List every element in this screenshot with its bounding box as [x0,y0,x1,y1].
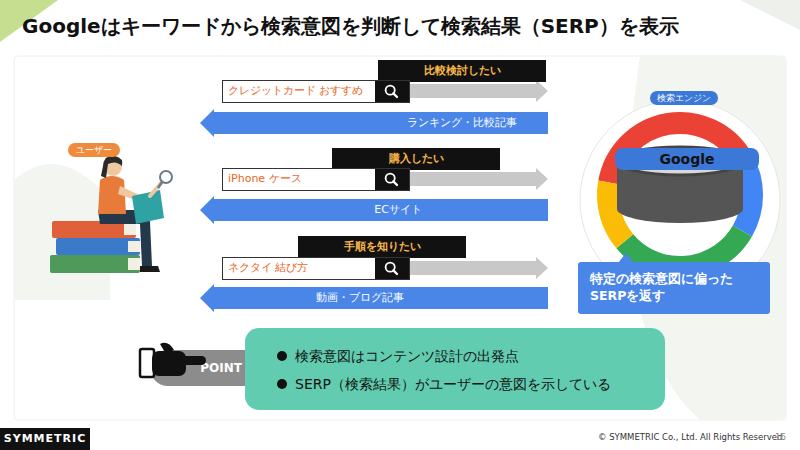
person-shoe [140,266,160,272]
magnifier-handle [393,181,397,185]
hand-finger [176,356,206,365]
result-arrow [200,284,548,312]
magnifier-glyph [375,258,409,279]
corner-accent [740,0,800,30]
magnifier-handle [393,93,397,97]
point-box-text: SERP（検索結果）がユーザーの意図を示している [245,370,665,398]
hand-thumb [160,343,174,354]
magnifier-icon [375,258,409,279]
search-box-text: クレジットカード おすすめ [228,81,364,101]
point-tag-text: POINT [150,350,250,386]
result-arrow [200,109,548,137]
intent-callout: 手順を知りたい [298,236,466,258]
edge-label: 動画・ブログ記事 [316,291,404,305]
copyright-note: © SYMMETRIC Co., Ltd. All Rights Reserve… [598,432,785,442]
book-pages [124,224,136,235]
magnifier-glyph [375,169,409,190]
brand-logo: SYMMETRIC [0,428,90,450]
edge-label: ランキング・比較記事 [407,116,517,130]
slide-title: Googleはキーワードから検索意図を判断して検索結果（SERP）を表示 [22,13,679,40]
person-hair [101,156,122,178]
book-pages [128,258,140,270]
user-figure-text: ユーザー [68,143,120,157]
magnifier-glyph [375,81,409,102]
intent-callout-text: 購入したい [332,148,500,170]
user-illustration [50,156,172,273]
search-box-text: ネクタイ 結び方 [228,258,309,278]
point-box-text: 検索意図はコンテンツ設計の出発点 [245,342,665,370]
edge-label: ECサイト [374,203,422,217]
database-cylinder-text: Google [615,148,759,170]
note-box-text: 特定の検索意図に偏った SERPを返す [590,270,758,304]
query-arrow [410,257,548,279]
query-arrow [410,80,548,102]
point-tag: POINT [150,350,250,386]
person-hand [150,182,162,196]
user-figure: ユーザー [30,135,200,280]
hand-palm [152,351,186,376]
book [50,255,140,273]
magnifier-icon [375,81,409,102]
page-number: 16 [775,432,786,442]
content-panel [14,56,786,420]
magnifier-handle [158,182,162,188]
result-arrow [200,196,548,224]
search-engine-text: 検索エンジン [650,91,718,105]
hand-cuff [140,349,154,377]
search-box: クレジットカード おすすめ [222,80,410,103]
magnifier-handle [393,270,397,274]
search-box: ネクタイ 結び方 [222,257,410,280]
pointing-hand-icon [140,343,206,377]
note-box: 特定の検索意図に偏った SERPを返す [578,262,770,314]
book [56,238,140,255]
laptop [132,190,164,224]
intent-callout-text: 比較検討したい [378,60,546,82]
magnifier-glass [160,171,172,183]
book-pages [128,241,140,252]
database-cylinder: Google [615,145,745,225]
intent-callout: 購入したい [332,148,500,170]
point-box: 検索意図はコンテンツ設計の出発点SERP（検索結果）がユーザーの意図を示している [245,328,665,410]
search-box-text: iPhone ケース [228,169,302,189]
query-arrow [410,168,548,190]
search-box: iPhone ケース [222,168,410,191]
intent-callout-text: 手順を知りたい [298,236,466,258]
intent-callout: 比較検討したい [378,60,546,82]
magnifier-icon [375,169,409,190]
